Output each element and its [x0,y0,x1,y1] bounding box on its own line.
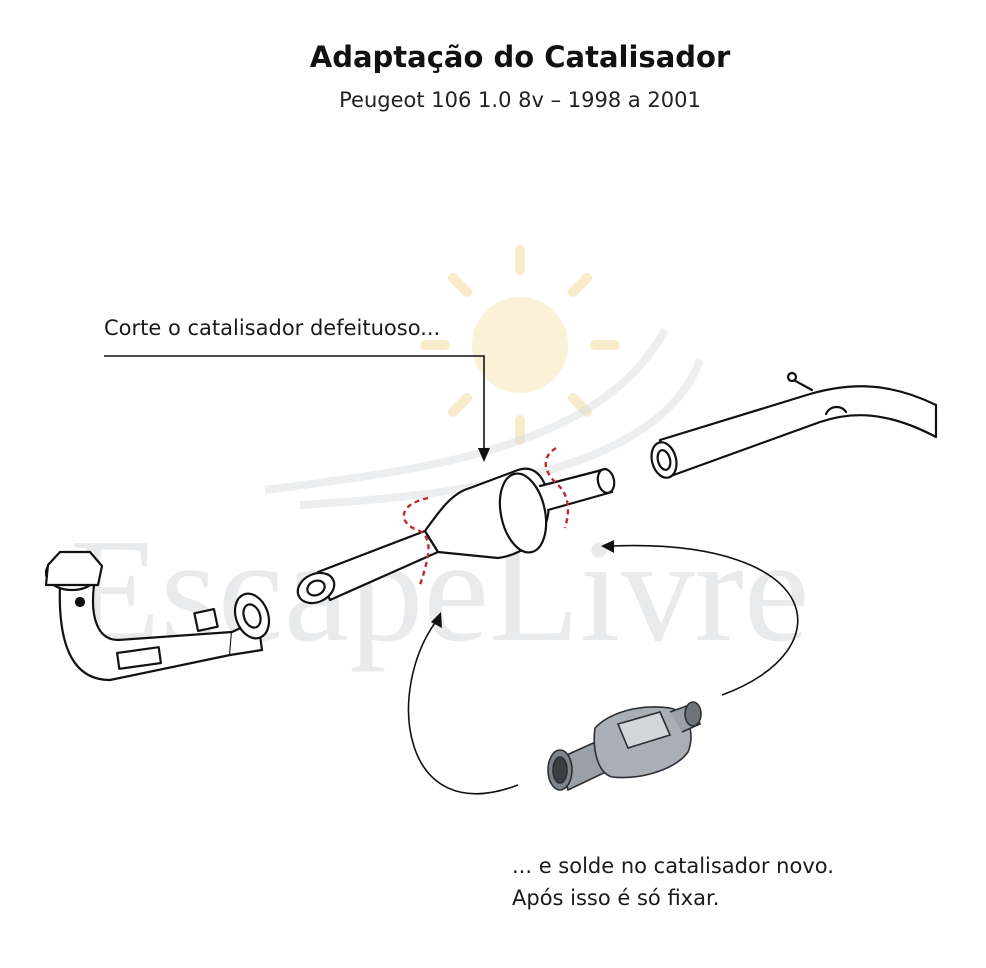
weld-caption: ... e solde no catalisador novo. Após is… [512,850,834,914]
new-catalytic-converter [547,701,702,792]
arrowheads [431,448,614,628]
arrows [104,355,799,795]
cut-mark-rear [544,446,570,529]
weld-caption-line2: Após isso é só fixar. [512,886,720,910]
rear-pipe [650,371,938,479]
front-downpipe [44,550,271,682]
arrow-to-rear-weld [611,544,799,696]
arrow-cut-leader [104,355,485,452]
arrow-to-front-weld [407,619,519,795]
old-catalytic-converter-pipe [296,467,616,605]
page-title: Adaptação do Catalisador [309,40,731,74]
weld-caption-line1: ... e solde no catalisador novo. [512,854,834,878]
cut-caption: Corte o catalisador defeituoso... [104,316,441,340]
cut-mark-front [402,496,430,586]
road-swoosh-icon [264,328,704,509]
cut-marks [402,446,570,586]
sun-icon [420,245,620,445]
page-subtitle: Peugeot 106 1.0 8v – 1998 a 2001 [339,88,701,112]
